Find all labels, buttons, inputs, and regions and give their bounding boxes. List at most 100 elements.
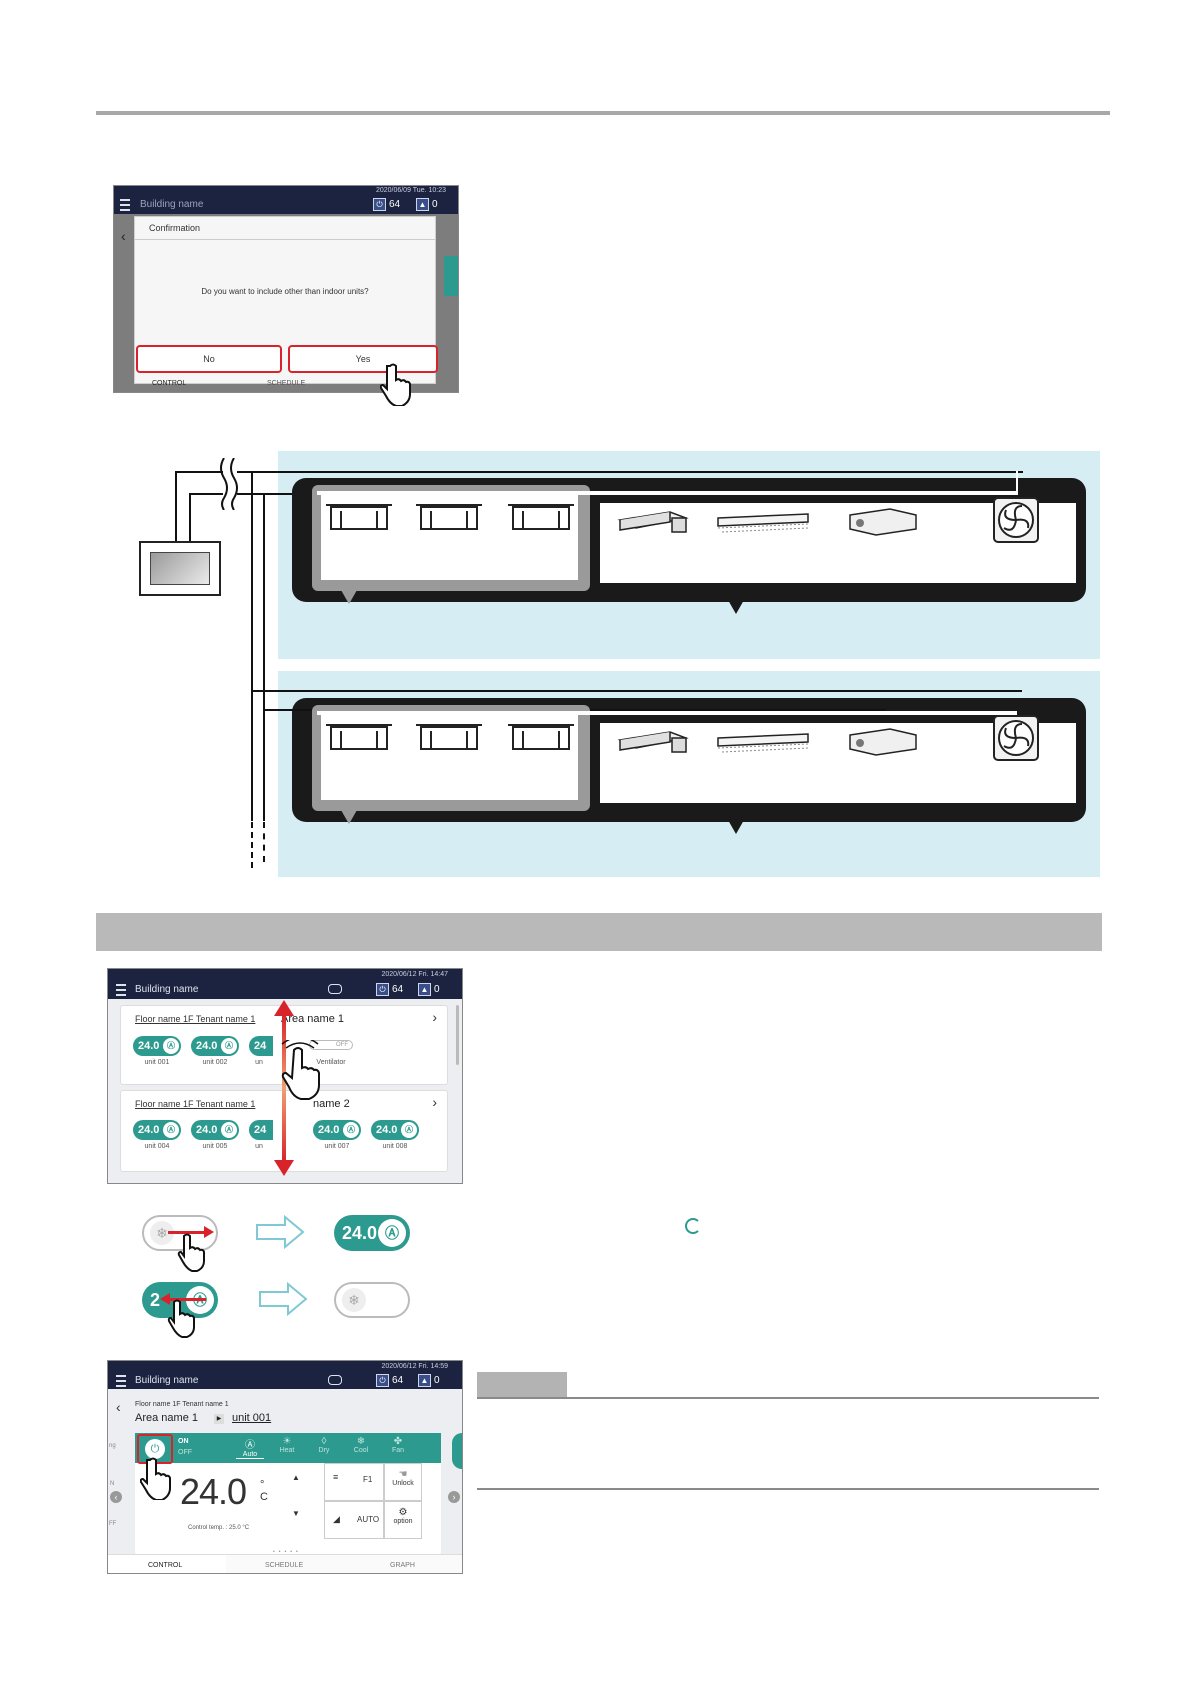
bus-line [317, 711, 1017, 715]
auto-mode-icon: Ⓐ [401, 1122, 417, 1138]
prev-icon[interactable]: ‹ [110, 1491, 122, 1503]
mode-label: Heat [279, 1447, 295, 1454]
section-heading-bar [96, 913, 1102, 951]
toggle-icon[interactable] [328, 984, 342, 994]
fan-speed-button[interactable]: ≡F1 [324, 1463, 384, 1501]
unit-name: unit 004 [144, 1143, 170, 1150]
unit-name: un [255, 1059, 263, 1066]
temp-up-button[interactable]: ▲ [292, 1473, 300, 1482]
tab-schedule[interactable]: SCHEDULE [265, 1562, 304, 1569]
unit-temp: 24.0 [138, 1040, 160, 1052]
power-button[interactable]: ⏻ [137, 1434, 173, 1464]
temperature-unit: °C [260, 1479, 268, 1503]
menu-icon[interactable] [120, 199, 130, 211]
menu-icon[interactable] [116, 1375, 126, 1387]
next-arrow-icon [259, 1282, 308, 1316]
off-label[interactable]: OFF [178, 1449, 192, 1456]
heat-recovery-unit-icon [849, 508, 917, 536]
tap-hand-icon [177, 1233, 205, 1272]
error-count: 0 [432, 199, 438, 210]
on-count: 64 [392, 984, 404, 995]
group-pointer [341, 590, 357, 604]
dialog-title: Confirmation [149, 223, 201, 233]
note-top-rule [477, 1397, 1099, 1399]
area-name: name 2 [313, 1098, 350, 1110]
wire [1016, 471, 1018, 495]
note-bottom-rule [477, 1488, 1099, 1490]
scroll-gesture-arrow [274, 1000, 294, 1176]
airflow-icon: ≡ [333, 1472, 339, 1482]
mode-cool[interactable]: ❄Cool [347, 1436, 375, 1454]
indoor-unit-icon [326, 724, 392, 750]
unit-pill[interactable]: 24 [249, 1036, 273, 1056]
back-icon[interactable]: ‹ [121, 228, 126, 244]
inline-circle-icon [685, 1218, 701, 1234]
tab-control[interactable]: CONTROL [152, 380, 187, 387]
warning-icon: ▲ [418, 983, 431, 996]
wire-continuation [263, 822, 265, 862]
next-icon[interactable]: › [448, 1491, 460, 1503]
snowflake-icon: ❄ [342, 1288, 366, 1312]
next-arrow-icon [256, 1215, 305, 1249]
unit-pill-on[interactable]: 24.0 Ⓐ [334, 1215, 410, 1251]
fan-icon: ✤ [393, 1436, 403, 1447]
unit-temp: 2 [150, 1290, 161, 1310]
tab-graph[interactable]: GRAPH [390, 1562, 415, 1569]
note-tab [477, 1372, 567, 1398]
building-name: Building name [135, 984, 199, 995]
unit-control-screen: Building name 2020/06/12 Fri. 14:59 ⏻64 … [107, 1360, 463, 1574]
indoor-unit-icon [416, 724, 482, 750]
dialog-divider [135, 239, 435, 240]
temp-down-button[interactable]: ▼ [292, 1509, 300, 1518]
indoor-unit-icon [508, 724, 574, 750]
chevron-right-icon[interactable]: › [432, 1009, 437, 1025]
tab-schedule[interactable]: SCHEDULE [267, 380, 306, 387]
wire [189, 493, 191, 541]
unit-name: un [255, 1143, 263, 1150]
gear-icon: ⚙ [398, 1507, 408, 1518]
mode-heat[interactable]: ☀Heat [273, 1436, 301, 1454]
unit-name[interactable]: unit 001 [232, 1412, 272, 1424]
unit-pill[interactable]: 24 [249, 1120, 273, 1140]
scrollbar[interactable] [456, 1005, 459, 1065]
menu-icon[interactable] [116, 984, 126, 996]
control-temperature: Control temp. : 25.0 °C [188, 1525, 250, 1531]
chevron-right-icon[interactable]: › [432, 1094, 437, 1110]
no-button[interactable]: No [136, 345, 282, 373]
airflow-auto-button[interactable]: ◢AUTO [324, 1501, 384, 1539]
ducted-unit-icon [617, 511, 689, 533]
floor-link[interactable]: Floor name 1F Tenant name 1 [135, 1014, 256, 1024]
unit-name: unit 005 [202, 1143, 228, 1150]
error-count: 0 [434, 1375, 440, 1386]
mode-dry[interactable]: ◊Dry [310, 1436, 338, 1454]
page-indicator: ••••• [273, 1549, 302, 1555]
warning-icon: ▲ [416, 198, 429, 211]
wire-continuation [251, 822, 253, 868]
toggle-icon[interactable] [328, 1375, 342, 1385]
status-error-count: ▲0 [418, 983, 440, 996]
swipe-right-arrowhead [204, 1226, 214, 1238]
wire-break-icon [220, 458, 238, 510]
unit-temp: 24.0 [376, 1124, 398, 1136]
option-button[interactable]: ⚙option [384, 1501, 422, 1539]
area-card-1[interactable]: Floor name 1F Tenant name 1 Area name 1 … [120, 1005, 448, 1085]
back-icon[interactable]: ‹ [116, 1399, 121, 1415]
on-label[interactable]: ON [178, 1438, 189, 1445]
unlock-button[interactable]: ☚Unlock [384, 1463, 422, 1501]
unit-pill-off[interactable]: ❄ [334, 1282, 410, 1318]
swipe-hand-icon [281, 1040, 320, 1100]
swipe-left-arrowhead [160, 1293, 170, 1305]
ducted-unit-icon [617, 731, 689, 753]
mode-fan[interactable]: ✤Fan [384, 1436, 412, 1454]
mode-label: Dry [318, 1447, 330, 1454]
tab-control[interactable]: CONTROL [148, 1562, 183, 1569]
yes-button[interactable]: Yes [288, 345, 438, 373]
floor-link[interactable]: Floor name 1F Tenant name 1 [135, 1099, 256, 1109]
